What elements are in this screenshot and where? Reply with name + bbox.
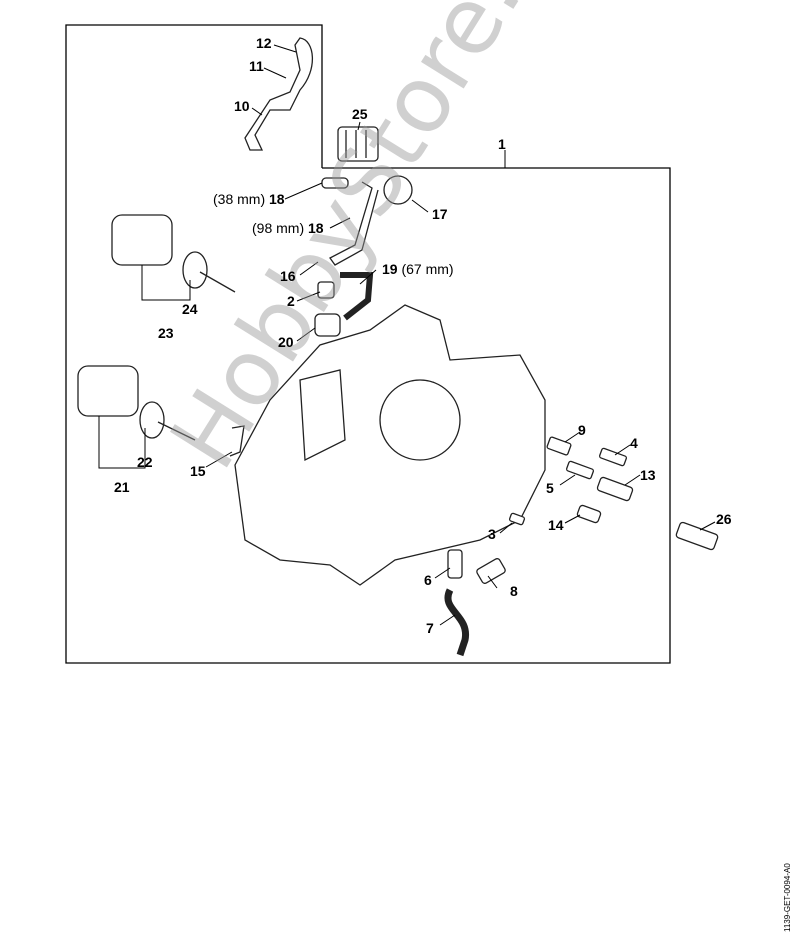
callout-12: 12 bbox=[256, 35, 272, 51]
callout-3: 3 bbox=[488, 526, 496, 542]
callout-16: 16 bbox=[280, 268, 296, 284]
callout-8: 8 bbox=[510, 583, 518, 599]
callout-22: 22 bbox=[137, 454, 153, 470]
callout-24: 24 bbox=[182, 301, 198, 317]
callout-25: 25 bbox=[352, 106, 368, 122]
fuel-filter-part bbox=[337, 126, 379, 162]
callout-2: 2 bbox=[287, 293, 295, 309]
callout-10: 10 bbox=[234, 98, 250, 114]
callout-7: 7 bbox=[426, 620, 434, 636]
callout-19-67mm: 19 (67 mm) bbox=[382, 261, 454, 277]
callout-1: 1 bbox=[498, 136, 506, 152]
callout-18-98mm: (98 mm) 18 bbox=[252, 220, 324, 236]
callout-note: (67 mm) bbox=[401, 261, 454, 277]
callout-5: 5 bbox=[546, 480, 554, 496]
drawing-code: 1139-GET-0094-A0 bbox=[783, 863, 792, 932]
callout-6: 6 bbox=[424, 572, 432, 588]
callout-23: 23 bbox=[158, 325, 174, 341]
callout-17: 17 bbox=[432, 206, 448, 222]
callout-20: 20 bbox=[278, 334, 294, 350]
assembly-frame bbox=[65, 24, 671, 664]
callout-note: (98 mm) bbox=[252, 220, 305, 236]
callout-18-38mm: (38 mm) 18 bbox=[213, 191, 285, 207]
callout-note: (38 mm) bbox=[213, 191, 266, 207]
oil-pump-part bbox=[77, 365, 139, 417]
callout-4: 4 bbox=[630, 435, 638, 451]
fuel-hose-part bbox=[244, 37, 313, 151]
callout-15: 15 bbox=[190, 463, 206, 479]
callout-13: 13 bbox=[640, 467, 656, 483]
callout-11: 11 bbox=[249, 58, 264, 74]
callout-9: 9 bbox=[578, 422, 586, 438]
callout-number: 18 bbox=[308, 220, 324, 236]
crankcase-part bbox=[234, 304, 546, 586]
callout-26: 26 bbox=[716, 511, 732, 527]
oil-pump-part bbox=[111, 214, 173, 266]
callout-number: 19 bbox=[382, 261, 398, 277]
callout-21: 21 bbox=[114, 479, 130, 495]
callout-14: 14 bbox=[548, 517, 564, 533]
callout-number: 18 bbox=[269, 191, 285, 207]
